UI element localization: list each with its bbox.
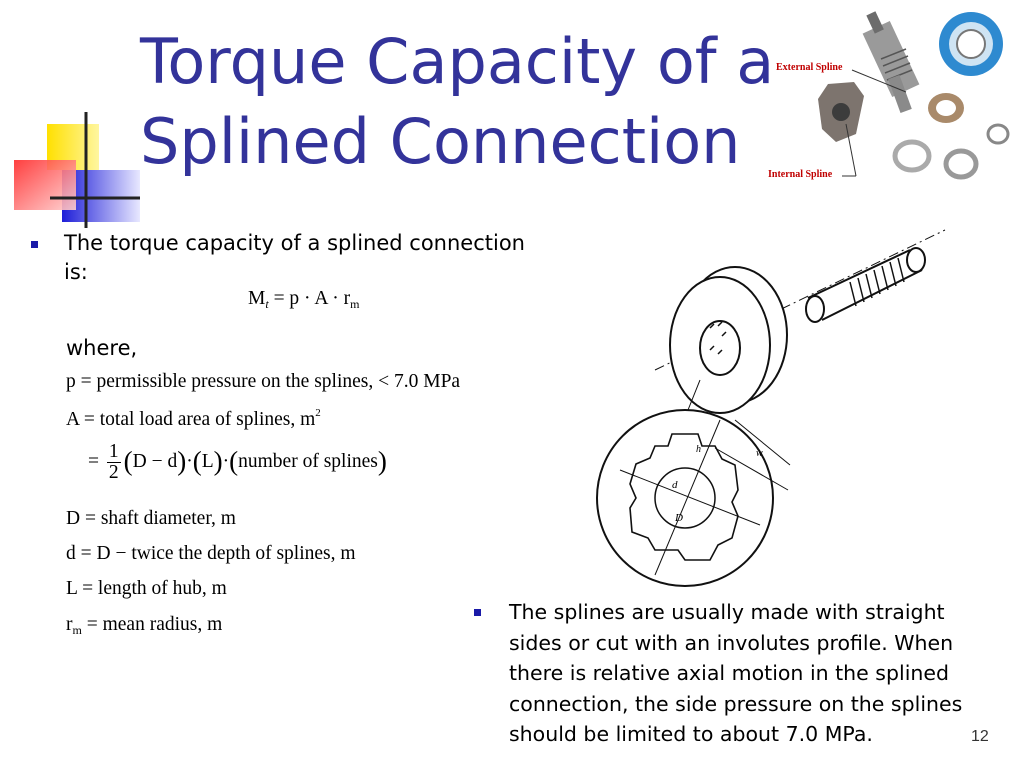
bullet-1-text: The torque capacity of a splined connect… (64, 229, 584, 287)
bullet-2-line-3: there is relative axial motion in the sp… (509, 661, 950, 685)
definition-rm: rm = mean radius, m (66, 614, 222, 638)
definition-L: L = length of hub, m (66, 578, 227, 599)
definition-D: D = shaft diameter, m (66, 508, 236, 529)
expr-fraction: 1 2 (106, 441, 121, 483)
definition-A: A = total load area of splines, m2 (66, 407, 321, 431)
spline-engineering-drawing: D d h w (560, 220, 1010, 605)
page-number: 12 (971, 728, 989, 745)
bullet-2-line-1: The splines are usually made with straig… (509, 600, 945, 624)
formula-rhs: = p · A · r (273, 288, 351, 309)
external-spline-label: External Spline (776, 62, 843, 73)
bullet-1-line-1: The torque capacity of a splined connect… (64, 231, 525, 255)
internal-spline-label: Internal Spline (768, 169, 833, 180)
expr-term-1: D − d (132, 450, 178, 472)
definition-rm-r: r (66, 614, 73, 635)
definition-p: p = permissible pressure on the splines,… (66, 371, 461, 392)
definition-A-sup: 2 (315, 407, 321, 419)
drawing-label-h: h (696, 444, 701, 455)
bullet-2-line-4: connection, the side pressure on the spl… (509, 691, 963, 716)
formula-rhs-sub: m (350, 297, 360, 311)
bullet-1-line-2: is: (64, 260, 88, 284)
definition-A-text: A = total load area of splines, m (66, 409, 316, 430)
definition-rm-sub: m (72, 623, 82, 637)
decorative-squares (0, 108, 140, 228)
drawing-label-d: d (672, 479, 678, 491)
spline-parts-illustration (818, 11, 1010, 180)
where-label: where, (66, 336, 138, 360)
expr-numerator: 1 (106, 441, 121, 463)
bullet-marker-1 (31, 241, 38, 248)
expr-dot-2: · (222, 450, 230, 472)
torque-formula: Mt = p · A · rm (248, 288, 359, 312)
spline-drawing-svg: D d h w (596, 229, 946, 587)
title-line-1: Torque Capacity of a (140, 25, 775, 98)
decor-graphic (14, 112, 140, 228)
bullet-marker-2 (474, 609, 481, 616)
expr-term-2: L (201, 450, 214, 472)
title-line-2: Splined Connection (140, 105, 741, 178)
definition-rm-text: = mean radius, m (81, 614, 223, 635)
bullet-2-line-5: should be limited to about 7.0 MPa. (509, 722, 873, 746)
drawing-label-w: w (756, 448, 763, 459)
drawing-label-D: D (674, 512, 683, 524)
expr-denominator: 2 (108, 462, 119, 483)
expr-dot-1: · (186, 450, 193, 472)
expr-term-3: number of splines (238, 450, 378, 472)
slide-title: Torque Capacity of a Splined Connection (140, 22, 774, 182)
spline-parts-photo: External Spline Internal Spline (766, 4, 1024, 188)
bullet-2-line-2: sides or cut with an involutes profile. … (509, 630, 954, 655)
bullet-2-text: The splines are usually made with straig… (509, 597, 962, 750)
formula-lhs-sub: t (265, 297, 269, 311)
definition-d: d = D − twice the depth of splines, m (66, 543, 356, 564)
formula-lhs: M (248, 288, 266, 309)
definition-A-expression: = 1 2 (D − d)·(L)·(number of splines) (88, 441, 387, 483)
expr-equals: = (88, 450, 99, 472)
